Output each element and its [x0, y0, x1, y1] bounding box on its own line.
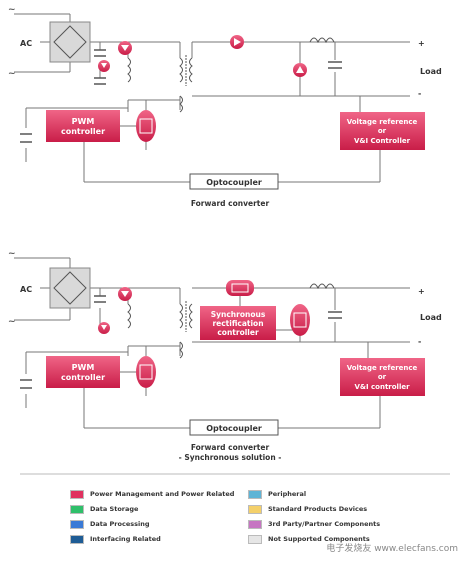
diagram1	[14, 13, 410, 183]
caption-2: Forward converter	[191, 443, 270, 452]
input-capacitor-1	[20, 49, 106, 143]
pwm-line2-1: controller	[61, 127, 105, 136]
optocoupler-2: Optocoupler	[189, 419, 279, 436]
legend-item: Data Storage	[70, 503, 248, 515]
tilde-top-1: ~	[8, 5, 16, 15]
output-capacitor-1	[328, 61, 342, 69]
legend-item: 3rd Party/Partner Components	[248, 518, 426, 530]
optocoupler-1: Optocoupler	[189, 173, 279, 190]
legend-swatch	[248, 504, 262, 514]
plus-label-1: +	[418, 39, 425, 48]
legend-swatch	[248, 534, 262, 544]
vref-line2-2: or	[378, 373, 387, 381]
watermark: 电子发烧友 www.elecfans.com	[326, 544, 458, 554]
legend-label: Power Management and Power Related	[90, 490, 235, 498]
minus-label-2: -	[418, 337, 421, 346]
transformer-1	[127, 55, 193, 113]
legend-label: Peripheral	[268, 490, 307, 498]
legend-label: Interfacing Related	[90, 535, 161, 543]
optocoupler-label-1: Optocoupler	[206, 178, 262, 187]
legend-swatch	[248, 519, 262, 529]
vref-line3-1: V&I Controller	[354, 137, 411, 145]
diagram2	[14, 257, 410, 429]
pwm-controller-1: PWM controller	[46, 110, 120, 142]
caption-1: Forward converter	[191, 199, 270, 208]
legend-label: Not Supported Components	[268, 535, 370, 543]
vref-controller-2: Voltage reference or V&I controller	[340, 358, 425, 396]
ac-label-1: AC	[20, 39, 32, 48]
vref-line1-1: Voltage reference	[347, 118, 418, 126]
pwm-controller-2: PWM controller	[46, 356, 120, 388]
transformer-2	[127, 301, 193, 359]
legend-item: Peripheral	[248, 488, 426, 500]
legend-label: Data Processing	[90, 520, 150, 528]
pwm-line1-1: PWM	[72, 117, 95, 126]
legend-swatch	[70, 534, 84, 544]
diode-icons-1	[98, 35, 307, 142]
plus-label-2: +	[418, 287, 425, 296]
vref-line1-2: Voltage reference	[347, 364, 418, 372]
pwm-line2-2: controller	[61, 373, 105, 382]
output-inductor-2	[309, 283, 335, 290]
vref-line3-2: V&I controller	[354, 383, 410, 391]
sync-rect-controller-2: Synchronous rectification controller	[200, 306, 276, 340]
sync-line2: rectification	[212, 319, 263, 328]
bridge-rectifier-1	[49, 21, 91, 63]
load-label-1: Load	[420, 67, 442, 76]
legend-item: Data Processing	[70, 518, 248, 530]
legend-swatch	[70, 504, 84, 514]
tilde-bottom-2: ~	[8, 317, 16, 327]
vref-controller-1: Voltage reference or V&I Controller	[340, 112, 425, 150]
vref-line2-1: or	[378, 127, 387, 135]
load-label-2: Load	[420, 313, 442, 322]
legend-item: Power Management and Power Related	[70, 488, 248, 500]
legend-swatch	[70, 519, 84, 529]
input-capacitor-2	[20, 295, 106, 389]
minus-label-1: -	[418, 89, 421, 98]
legend-item: Not Supported Components	[248, 533, 426, 545]
sync-line1: Synchronous	[211, 310, 266, 319]
legend-item: Standard Products Devices	[248, 503, 426, 515]
output-inductor-1	[309, 37, 335, 44]
output-capacitor-2	[328, 311, 342, 319]
diode-icons-2	[98, 280, 310, 388]
legend-label: 3rd Party/Partner Components	[268, 520, 381, 528]
legend-swatch	[70, 489, 84, 499]
bridge-rectifier-2	[49, 267, 91, 309]
tilde-top-2: ~	[8, 249, 16, 259]
legend-item: Interfacing Related	[70, 533, 248, 545]
legend-swatch	[248, 489, 262, 499]
caption-2-sub: - Synchronous solution -	[179, 453, 282, 462]
legend-label: Standard Products Devices	[268, 505, 368, 513]
pwm-line1-2: PWM	[72, 363, 95, 372]
sync-line3: controller	[217, 328, 259, 337]
legend-label: Data Storage	[90, 505, 139, 513]
optocoupler-label-2: Optocoupler	[206, 424, 262, 433]
tilde-bottom-1: ~	[8, 69, 16, 79]
legend: Power Management and Power Related Periph…	[70, 488, 430, 545]
ac-label-2: AC	[20, 285, 32, 294]
